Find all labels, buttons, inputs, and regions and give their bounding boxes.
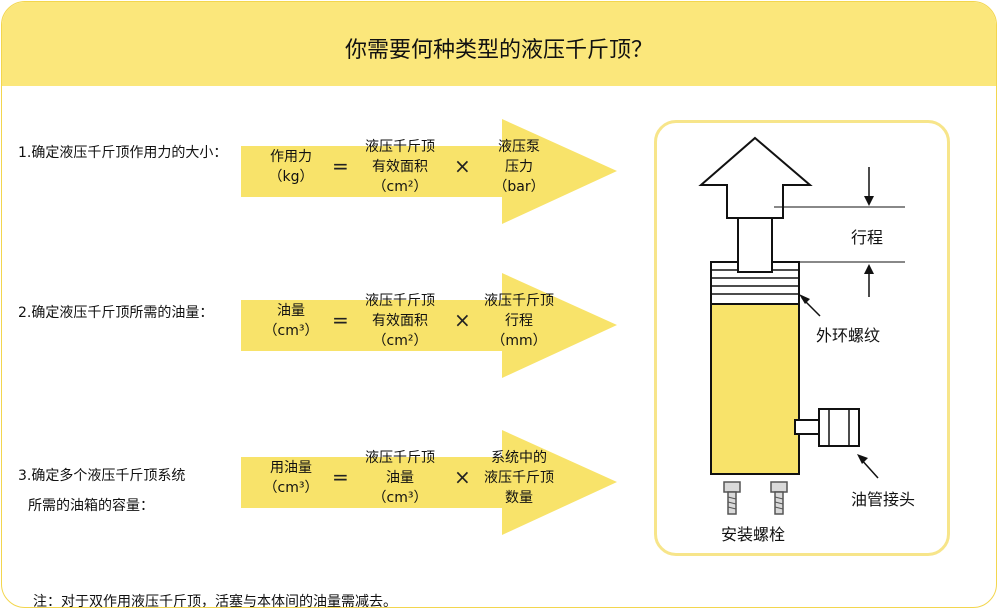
row-2-result: 油量 （cm³） bbox=[263, 303, 319, 339]
stroke-label: 行程 bbox=[851, 228, 884, 247]
row-1-term-1: 液压千斤顶 有效面积 （cm²） bbox=[365, 139, 435, 195]
times-sign: × bbox=[454, 154, 471, 178]
thread-label: 外环螺纹 bbox=[816, 326, 881, 345]
arrow-shape bbox=[241, 430, 617, 535]
row-3-term-1: 液压千斤顶 油量 （cm³） bbox=[365, 450, 435, 506]
up-arrowhead-icon bbox=[864, 264, 874, 274]
arrow-shape bbox=[241, 273, 617, 378]
page-title: 你需要何种类型的液压千斤顶？ bbox=[344, 38, 653, 63]
row-1-label-line-1: 1.确定液压千斤顶作用力的大小： bbox=[18, 145, 228, 161]
arrow-shape bbox=[241, 119, 617, 224]
row-3-result: 用油量 （cm³） bbox=[263, 460, 319, 496]
equals-sign: = bbox=[332, 154, 349, 178]
row-2-term-1: 液压千斤顶 有效面积 （cm²） bbox=[365, 293, 435, 349]
row-2-term-2: 液压千斤顶 行程 （mm） bbox=[484, 293, 554, 349]
jack-diagram-panel bbox=[654, 120, 950, 556]
times-sign: × bbox=[454, 465, 471, 489]
down-arrowhead-icon bbox=[864, 196, 874, 206]
row-3-label-line-1: 3.确定多个液压千斤顶系统 bbox=[18, 468, 186, 484]
row-1-label: 1.确定液压千斤顶作用力的大小： bbox=[18, 142, 227, 164]
coupler-stem bbox=[794, 419, 820, 435]
bolt-icon bbox=[723, 481, 741, 515]
row-3-label-line-2: 所需的油箱的容量： bbox=[28, 498, 154, 514]
up-arrow-icon bbox=[698, 136, 813, 219]
bolt-icon bbox=[770, 481, 788, 515]
row-1-result: 作用力 （kg） bbox=[268, 149, 314, 185]
equals-sign: = bbox=[332, 465, 349, 489]
row-3-term-2: 系统中的 液压千斤顶 数量 bbox=[484, 450, 554, 506]
row-3-formula-arrow: 用油量 （cm³） = 液压千斤顶 油量 （cm³） × 系统中的 液压千斤顶 … bbox=[241, 430, 617, 535]
coupler-body bbox=[818, 408, 860, 447]
row-3-label: 3.确定多个液压千斤顶系统 所需的油箱的容量： bbox=[18, 465, 185, 517]
bolt-label: 安装螺栓 bbox=[721, 525, 786, 544]
coupler-label: 油管接头 bbox=[851, 490, 916, 509]
row-2-formula-arrow: 油量 （cm³） = 液压千斤顶 有效面积 （cm²） × 液压千斤顶 行程 （… bbox=[241, 273, 617, 378]
times-sign: × bbox=[454, 308, 471, 332]
row-2-label-line-1: 2.确定液压千斤顶所需的油量： bbox=[18, 305, 214, 321]
header-banner: 你需要何种类型的液压千斤顶？ bbox=[2, 2, 996, 86]
row-1-formula-arrow: 作用力 （kg） = 液压千斤顶 有效面积 （cm²） × 液压泵 压力 （ba… bbox=[241, 119, 617, 224]
equals-sign: = bbox=[332, 308, 349, 332]
row-1-term-2: 液压泵 压力 （bar） bbox=[493, 139, 545, 195]
row-2-label: 2.确定液压千斤顶所需的油量： bbox=[18, 302, 213, 324]
footnote: 注：对于双作用液压千斤顶，活塞与本体间的油量需减去。 bbox=[33, 594, 397, 608]
